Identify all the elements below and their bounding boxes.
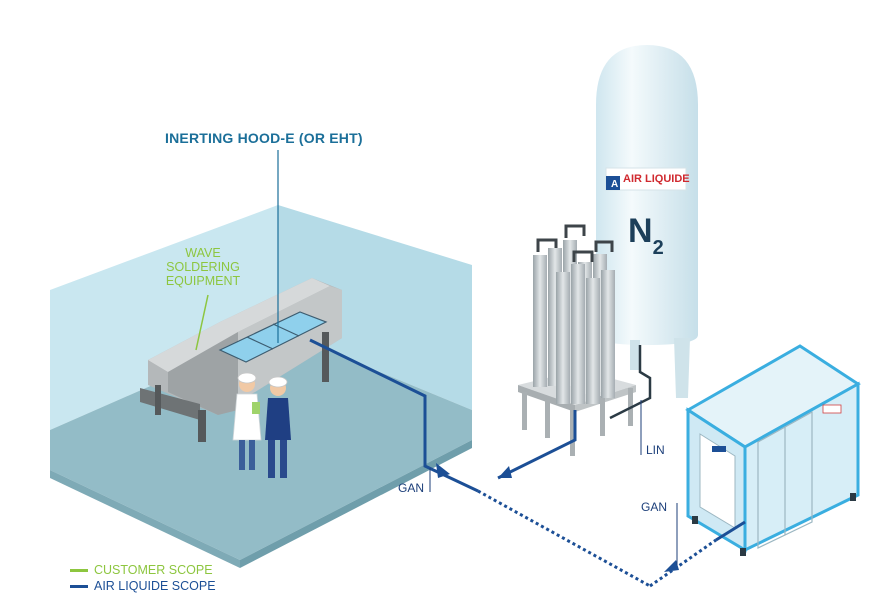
operator-figure — [232, 372, 262, 470]
gan-dotted-line — [477, 489, 651, 588]
gan-supply-pipe — [309, 338, 479, 493]
lin-label: LIN — [646, 443, 665, 457]
wave-label-line1: WAVE — [185, 246, 221, 260]
room-floor-front-left — [50, 470, 240, 568]
legend-label-air-liquide: AIR LIQUIDE SCOPE — [94, 579, 216, 593]
hood-label: INERTING HOOD-E (OR EHT) — [165, 130, 363, 146]
clean-room — [50, 205, 472, 568]
vaporizer — [518, 224, 636, 456]
room-floor-front-right — [240, 440, 472, 568]
gan-arrow-left — [436, 463, 450, 478]
generator-gan-pipe — [649, 538, 717, 588]
tank-brand-label: AIR LIQUIDE — [623, 173, 690, 185]
gan-left-label: GAN — [398, 481, 425, 495]
lin-pipe — [609, 345, 652, 420]
tank-gas-subscript: 2 — [652, 237, 664, 259]
wave-callout-line — [195, 294, 209, 351]
wave-soldering-machine — [140, 278, 342, 442]
tank-gas-symbol: N — [628, 212, 653, 250]
air-liquide-piping — [309, 338, 746, 588]
engineer-figure — [265, 376, 291, 478]
wave-soldering-label: WAVE SOLDERING EQUIPMENT — [148, 246, 258, 288]
nitrogen-generator-unit — [685, 344, 861, 556]
tank-gas-label: N2 — [628, 212, 664, 259]
room-back-wall-left — [50, 205, 278, 430]
gan-right-label: GAN — [641, 500, 668, 514]
vaporizer-to-gan-pipe — [497, 410, 577, 480]
room-back-wall-right — [278, 205, 472, 410]
wave-label-line3: EQUIPMENT — [165, 274, 241, 288]
nitrogen-storage-tank: A — [596, 45, 698, 398]
legend-swatch-customer — [70, 568, 88, 572]
legend-swatch-air-liquide — [70, 584, 88, 588]
wave-label-line2: SOLDERING — [166, 260, 240, 274]
gan-arrow-generator — [664, 560, 679, 572]
svg-text:A: A — [611, 179, 618, 190]
legend-label-customer: CUSTOMER SCOPE — [94, 563, 213, 577]
legend-item-customer: CUSTOMER SCOPE — [70, 562, 216, 578]
gan-arrow-vaporizer — [498, 466, 512, 478]
legend-item-air-liquide: AIR LIQUIDE SCOPE — [70, 578, 216, 594]
legend: CUSTOMER SCOPE AIR LIQUIDE SCOPE — [70, 562, 216, 594]
